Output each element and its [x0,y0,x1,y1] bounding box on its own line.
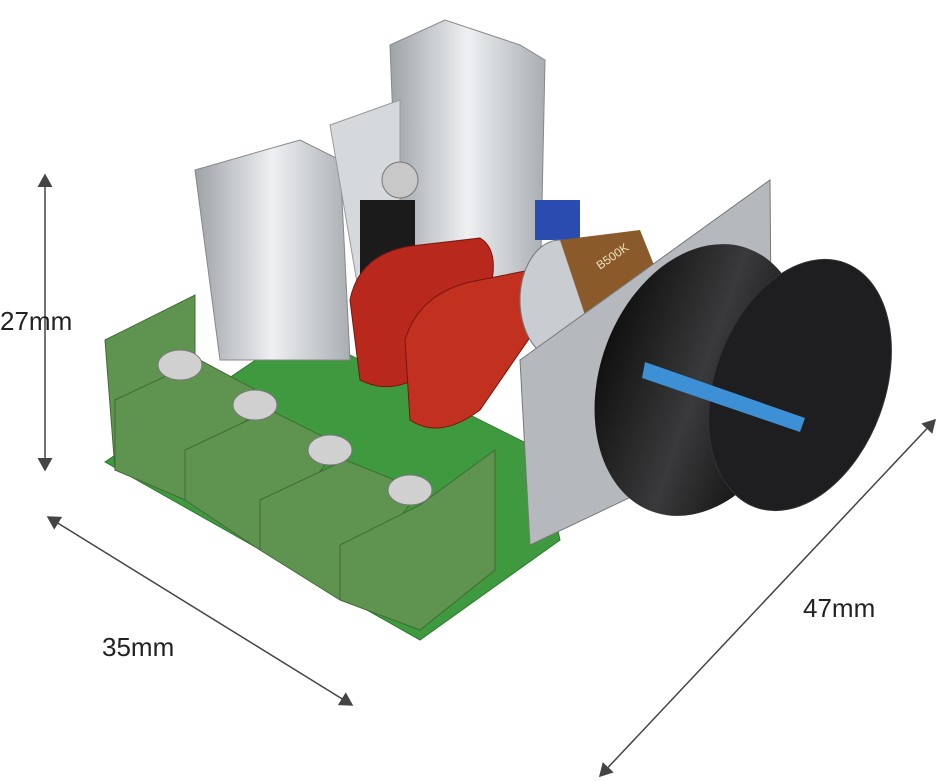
capacitors [349,237,540,429]
length-dimension-label: 47mm [803,593,876,623]
height-dimension-label: 27mm [0,306,73,336]
length-dimension-line [598,418,937,778]
terminal-screws [157,349,433,506]
dimension-lines [37,173,937,778]
width-dimension-line [46,516,354,706]
knob-indicator-stripe [642,362,805,432]
width-dimension-label: 35mm [102,632,175,662]
control-knob [594,244,892,516]
terminal-blocks [104,294,496,631]
